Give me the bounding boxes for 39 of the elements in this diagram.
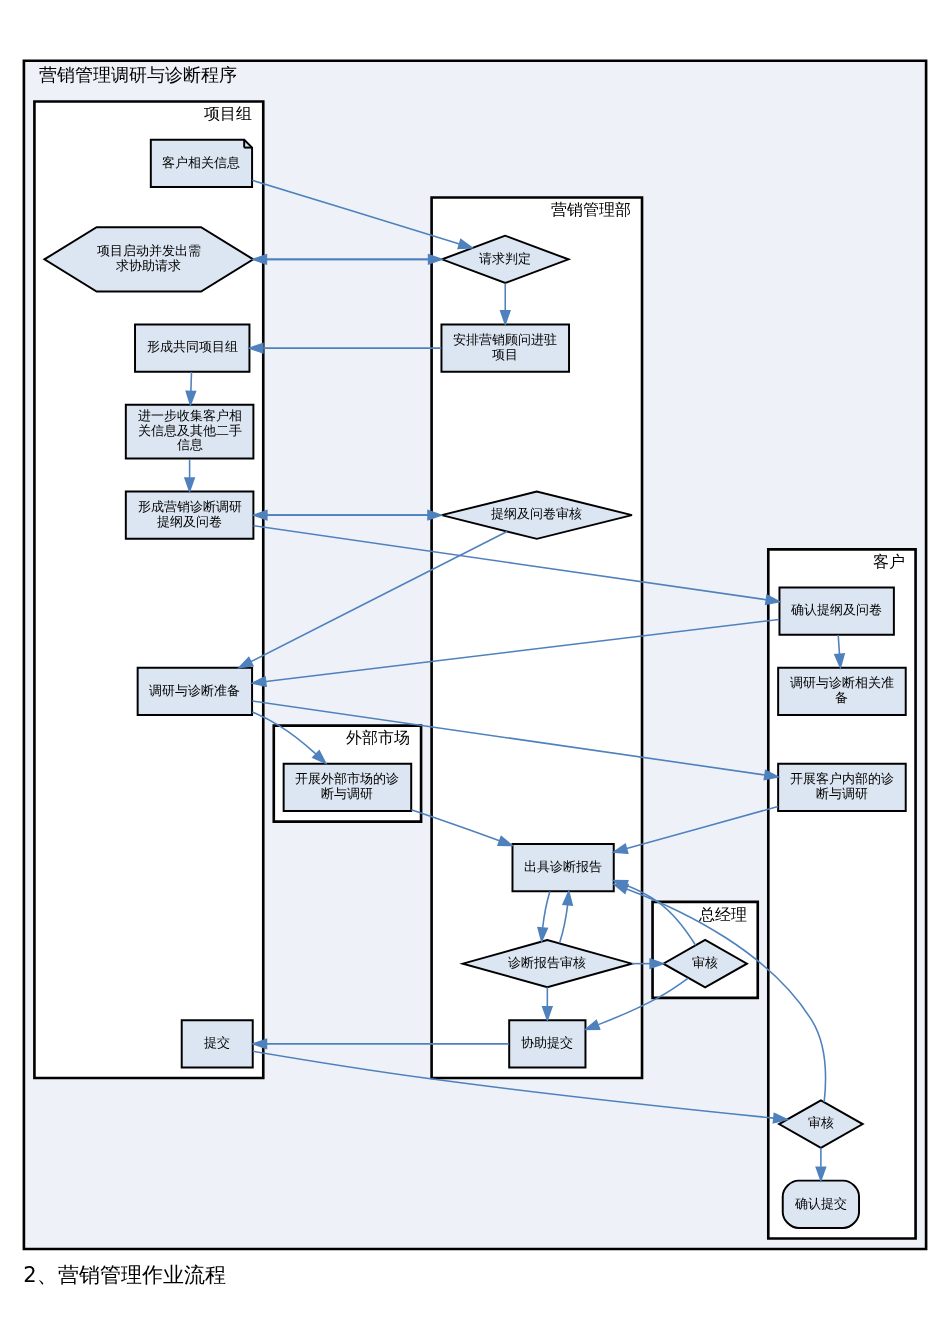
node-box: 协助提交: [508, 1019, 587, 1069]
caption: 2、营销管理作业流程: [23, 1261, 226, 1287]
node-diamond: 提纲及问卷审核: [440, 490, 633, 540]
arrow: [185, 371, 197, 407]
node-box: 形成共同项目组: [134, 323, 251, 373]
node-box: 开展客户内部的诊断与调研: [777, 762, 907, 813]
arrow: [251, 700, 781, 781]
arrow: [833, 634, 846, 670]
arrow: [583, 977, 689, 1031]
arrow: [537, 890, 551, 944]
node-box: 开展外部市场的诊断与调研: [282, 762, 413, 813]
arrow: [250, 1038, 510, 1050]
node-box: 确认提纲及问卷: [778, 586, 895, 636]
arrow: [251, 711, 328, 765]
arrow: [251, 179, 475, 250]
node-diamond: 审核: [661, 938, 749, 989]
arrow: [815, 1147, 827, 1183]
node-box: 进一步收集客户相关信息及其他二手信息: [124, 403, 255, 460]
node-box: 出具诊断报告: [511, 842, 615, 893]
arrow: [183, 458, 196, 494]
arrow: [237, 530, 508, 669]
arrow: [252, 1050, 790, 1124]
node-box: 提交: [180, 1019, 254, 1069]
arrow: [250, 618, 780, 688]
node-box: 调研与诊断相关准备: [777, 666, 907, 717]
node-box: 安排营销顾问进驻项目: [440, 323, 570, 373]
arrow: [611, 805, 779, 854]
arrow: [558, 889, 574, 944]
arrow: [541, 986, 554, 1023]
node-diamond: 审核: [777, 1099, 865, 1149]
node-diamond: 请求判定: [439, 234, 572, 285]
arrow: [252, 524, 782, 606]
node-box: 调研与诊断准备: [136, 666, 254, 717]
arrow: [499, 282, 511, 327]
arrow: [631, 957, 666, 970]
arrow: [247, 342, 443, 354]
node-box: 形成营销诊断调研提纲及问卷: [124, 490, 255, 540]
node-box: 确认提交: [781, 1179, 860, 1229]
arrow: [410, 809, 515, 847]
